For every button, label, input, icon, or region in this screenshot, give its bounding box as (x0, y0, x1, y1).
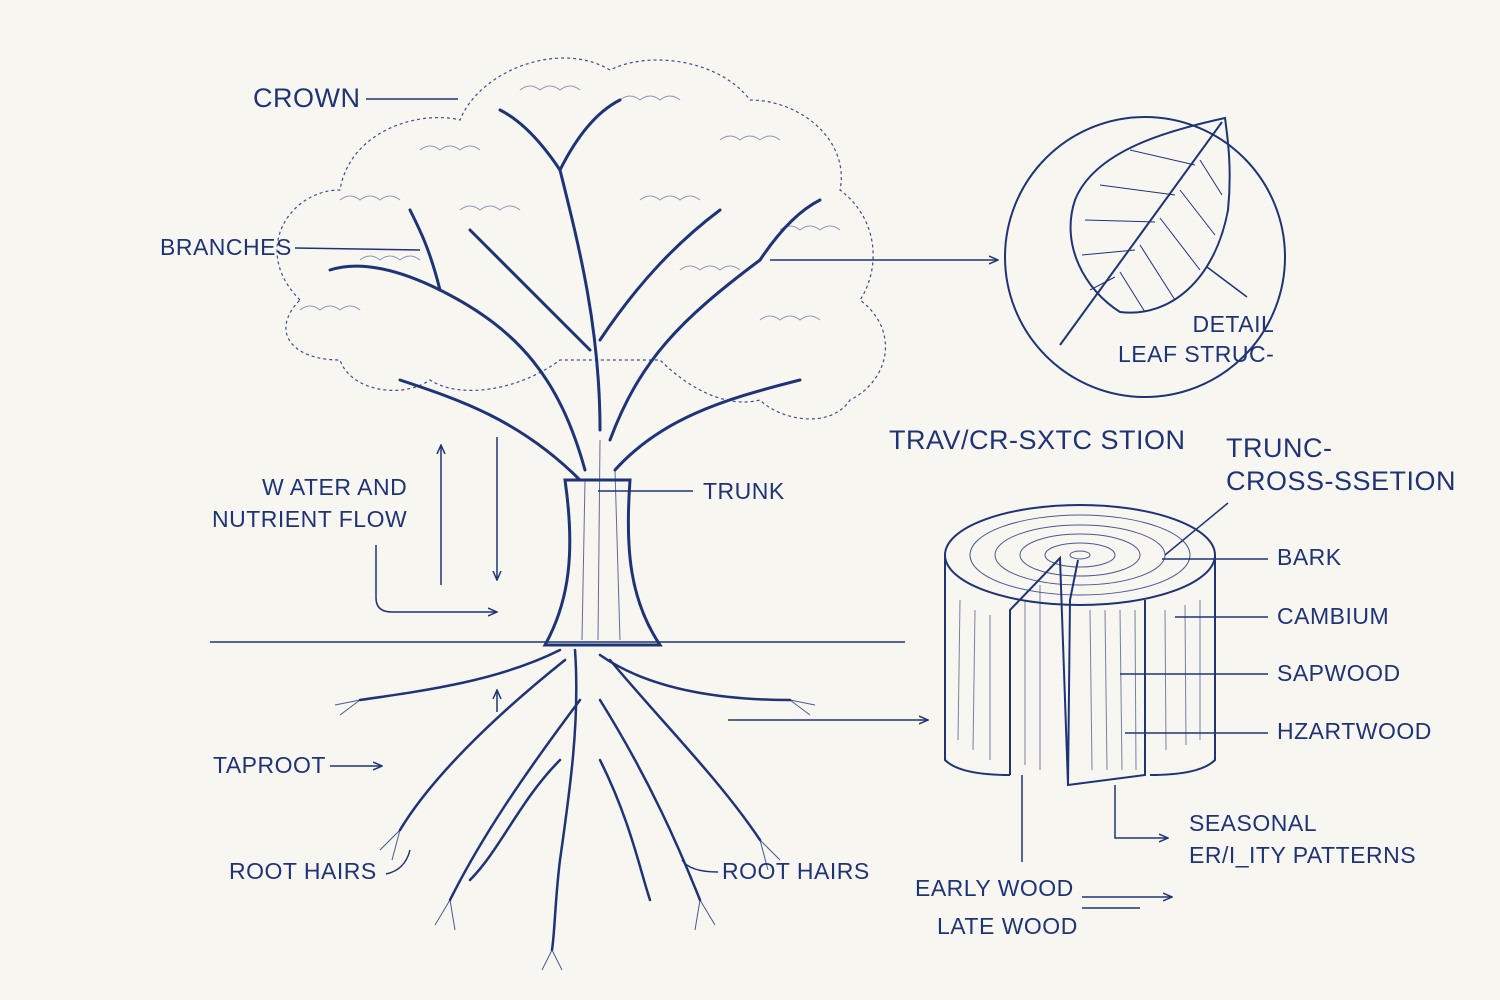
tree-trunk (542, 478, 663, 647)
label-branches: BRANCHES (160, 234, 292, 260)
tree-branches (328, 98, 822, 482)
growth-rings (969, 514, 1191, 596)
leaf-detail-circle (1004, 116, 1286, 398)
label-root-hairs-left: ROOT HAIRS (229, 858, 377, 884)
leaf-detail-drawing (1059, 116, 1248, 346)
label-sapwood: SAPWOOD (1277, 660, 1401, 686)
label-cambium: CAMBIUM (1277, 603, 1390, 629)
label-leaf-detail: DETAIL LEAF STRUC- (1118, 311, 1275, 367)
root-hairs (334, 699, 816, 971)
label-crown: CROWN (253, 83, 361, 113)
wood-grain (957, 585, 1201, 771)
label-late-wood: LATE WOOD (937, 913, 1078, 939)
label-water-nutrient-flow: W ATER AND NUTRIENT FLOW (212, 474, 408, 532)
label-root-hairs-right: ROOT HAIRS (722, 858, 870, 884)
tree-leader-lines (294, 98, 998, 875)
trunk-bark-lines (581, 439, 621, 641)
label-early-wood: EARLY WOOD (915, 875, 1074, 901)
label-transverse-section: TRAV/CR-SXTC STION (889, 425, 1186, 455)
label-trunk: TRUNK (703, 478, 785, 504)
section-leader-lines (1021, 502, 1268, 909)
label-bark: BARK (1277, 544, 1342, 570)
label-heartwood: HZARTWOOD (1277, 718, 1432, 744)
tree-roots (358, 648, 792, 952)
cross-section-block (944, 504, 1216, 787)
label-trunk-cross-section: TRUNC- CROSS-SSETION (1226, 433, 1457, 496)
label-taproot: TAPROOT (213, 752, 326, 778)
foliage-texture (299, 85, 841, 321)
label-seasonal-patterns: SEASONAL ER/I_ITY PATTERNS (1189, 810, 1417, 868)
flow-arrows (375, 437, 497, 712)
tree-crown-foliage (276, 57, 886, 420)
